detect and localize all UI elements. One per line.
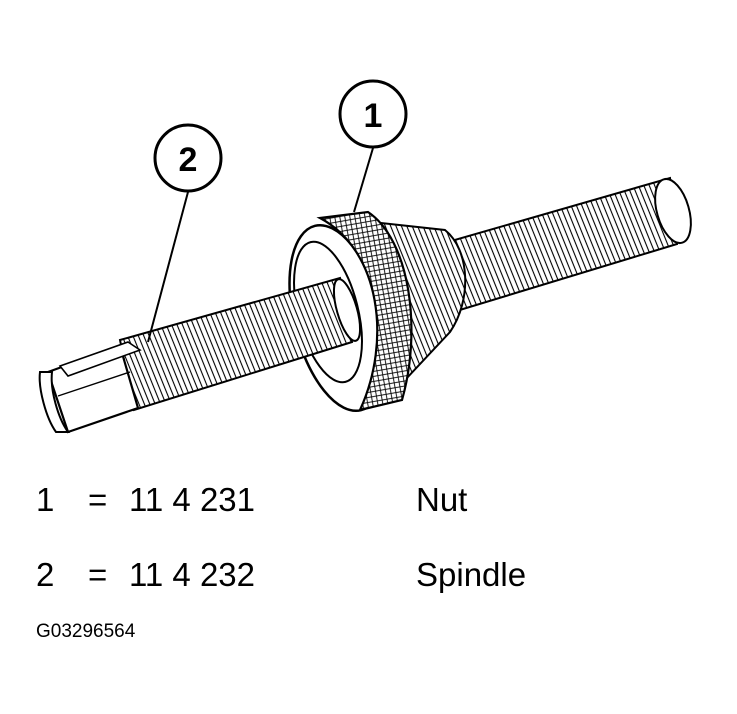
nut xyxy=(288,210,467,413)
tool-illustration: 1 2 xyxy=(38,79,692,434)
callout-1: 1 xyxy=(338,79,408,149)
legend-part-number: 11 4 231 xyxy=(129,481,256,518)
legend-number: 2 xyxy=(36,556,55,593)
spindle-right-thread xyxy=(418,176,692,318)
figure-id: G03296564 xyxy=(36,621,136,642)
legend-part-name: Spindle xyxy=(416,556,527,593)
callout-2: 2 xyxy=(153,123,223,193)
legend-number: 1 xyxy=(36,481,55,518)
callout-1-leader xyxy=(353,147,374,213)
legend-equals: = xyxy=(88,556,108,593)
legend-part-number: 11 4 232 xyxy=(129,556,256,593)
callout-2-number: 2 xyxy=(179,141,198,179)
legend-part-name: Nut xyxy=(416,481,468,518)
legend-equals: = xyxy=(88,481,108,518)
callout-1-number: 1 xyxy=(364,97,383,135)
callout-2-leader xyxy=(147,191,189,343)
spindle-hex-end xyxy=(38,341,142,434)
